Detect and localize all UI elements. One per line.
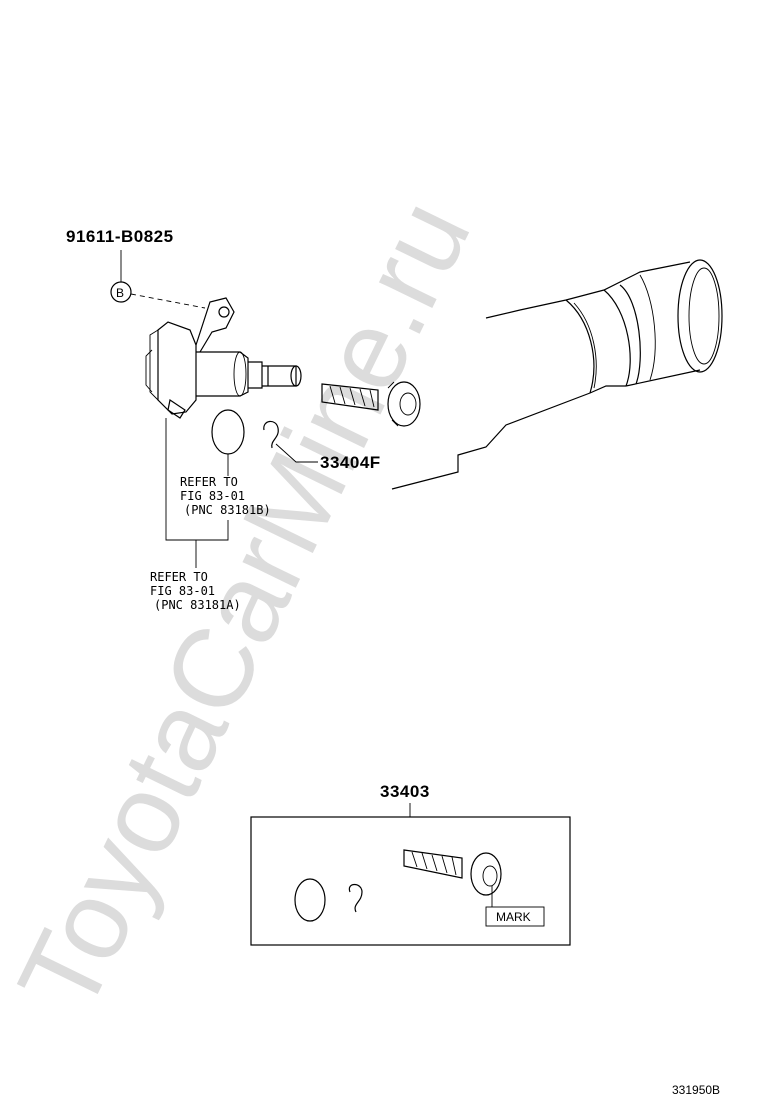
clip-part-number: 33404F bbox=[320, 453, 381, 472]
driven-gear bbox=[321, 381, 421, 427]
kit-box bbox=[250, 816, 571, 946]
mark-label: MARK bbox=[496, 910, 531, 924]
callout-dashed-leader bbox=[130, 293, 206, 309]
clip-leader bbox=[275, 443, 318, 463]
callout-letter: B bbox=[116, 286, 124, 300]
ref-b-line2: FIG 83-01 bbox=[180, 489, 245, 503]
kit-driven-gear bbox=[403, 849, 502, 896]
watermark: ToyotaCarMine.ru bbox=[0, 181, 494, 1030]
bolt-part-number: 91611-B0825 bbox=[66, 227, 174, 246]
clip bbox=[263, 420, 279, 449]
diagram-code: 331950B bbox=[672, 1083, 720, 1097]
driven-gear-sleeve bbox=[145, 297, 302, 419]
ref-a-line3: (PNC 83181A) bbox=[154, 598, 241, 612]
kit-part-number: 33403 bbox=[380, 782, 430, 801]
ref-a-line2: FIG 83-01 bbox=[150, 584, 215, 598]
ref-b-line3: (PNC 83181B) bbox=[184, 503, 271, 517]
ref-a-line1: REFER TO bbox=[150, 570, 208, 584]
kit-clip bbox=[348, 883, 363, 913]
o-ring bbox=[211, 409, 245, 455]
transmission-housing bbox=[391, 259, 723, 490]
kit-o-ring bbox=[294, 878, 326, 922]
ref-a-bracket bbox=[165, 418, 229, 541]
callout-circle-b bbox=[110, 281, 132, 303]
ref-b-line1: REFER TO bbox=[180, 475, 238, 489]
mark-box bbox=[485, 906, 545, 927]
